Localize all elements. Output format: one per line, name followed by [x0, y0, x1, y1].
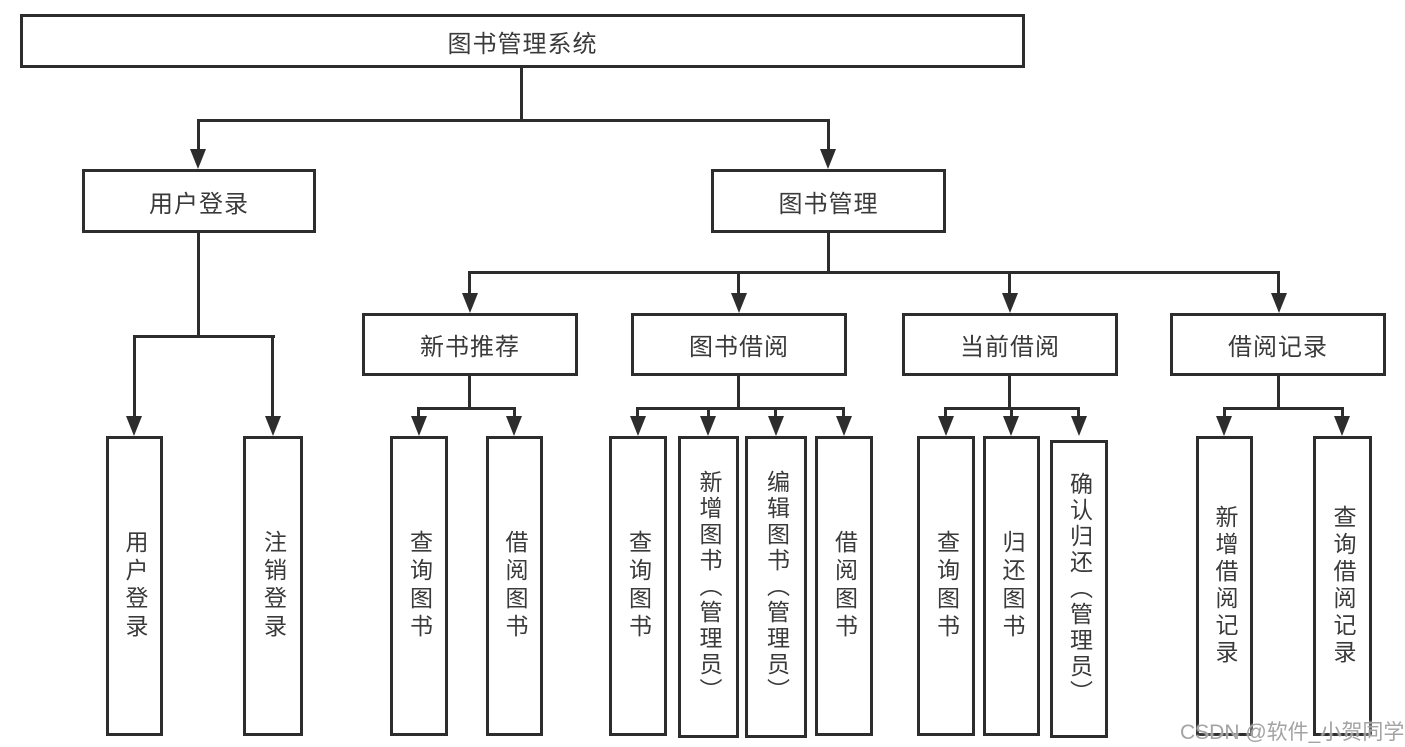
stub-book-borrow — [737, 271, 740, 297]
leaf-cb-confirm-return-admin: 确认归还（管理员） — [1050, 440, 1108, 738]
arrowhead-to-br-add-record — [1216, 416, 1232, 436]
arrowhead-to-leaf-logout — [265, 416, 281, 436]
leaf-label: 查询借阅记录 — [1330, 505, 1356, 667]
node-borrow-records: 借阅记录 — [1170, 313, 1386, 376]
stub-bb-add-books — [707, 407, 710, 420]
arrowhead-to-new-book-recommend — [462, 293, 478, 313]
arrowhead-to-nbr-borrow-books — [506, 416, 522, 436]
new-book-recommend-connector-hline — [417, 407, 516, 410]
stub-br-add-record — [1223, 407, 1226, 420]
node-label: 图书管理系统 — [447, 30, 598, 58]
stub-leaf-logout — [271, 335, 274, 418]
node-label: 图书管理 — [778, 190, 879, 218]
node-label: 当前借阅 — [960, 334, 1060, 361]
leaf-bb-query-books: 查询图书 — [609, 436, 667, 736]
arrowhead-to-cb-confirm-return — [1071, 416, 1087, 436]
leaf-label: 查询图书 — [933, 530, 960, 642]
leaf-label: 注销登录 — [260, 530, 287, 642]
node-book-borrow: 图书借阅 — [631, 313, 847, 376]
leaf-label: 借阅图书 — [502, 530, 528, 642]
leaf-nbr-borrow-books: 借阅图书 — [486, 436, 543, 736]
stub-bb-edit-books — [774, 407, 777, 420]
leaf-label: 新增图书（管理员） — [696, 470, 722, 704]
leaf-nbr-query-books: 查询图书 — [390, 436, 448, 736]
arrowhead-to-bb-borrow-books — [836, 416, 852, 436]
node-label: 新书推荐 — [420, 334, 520, 361]
root-stub-book-management — [827, 119, 830, 151]
root-connector-hline — [197, 119, 830, 122]
stub-cb-return-books — [1010, 407, 1013, 420]
leaf-label: 用户登录 — [122, 530, 148, 642]
book-management-connector-vline — [827, 233, 830, 271]
stub-current-borrow — [1008, 271, 1011, 297]
node-current-borrow: 当前借阅 — [902, 313, 1118, 376]
arrowhead-to-br-query-record — [1334, 416, 1350, 436]
root-connector-vline — [520, 68, 523, 119]
book-borrow-connector-vline — [737, 376, 740, 407]
stub-cb-query-books — [944, 407, 947, 420]
arrowhead-to-borrow-records — [1271, 293, 1287, 313]
arrowhead-to-user-login — [190, 149, 206, 169]
leaf-label: 新增借阅记录 — [1212, 505, 1238, 667]
user-login-connector-hline — [133, 335, 275, 338]
arrowhead-to-bb-add-books — [700, 416, 716, 436]
arrowhead-to-bb-query-books — [630, 416, 646, 436]
stub-br-query-record — [1341, 407, 1344, 420]
borrow-records-connector-hline — [1223, 407, 1344, 410]
node-label: 图书借阅 — [689, 334, 789, 361]
new-book-recommend-connector-vline — [468, 376, 471, 407]
arrowhead-to-current-borrow — [1002, 293, 1018, 313]
stub-nbr-borrow-books — [513, 407, 516, 420]
stub-cb-confirm-return — [1077, 407, 1080, 420]
leaf-bb-edit-books-admin: 编辑图书（管理员） — [745, 436, 807, 738]
leaf-cb-query-books: 查询图书 — [917, 436, 975, 736]
leaf-user-login: 用户登录 — [106, 436, 163, 736]
leaf-br-add-borrow-record: 新增借阅记录 — [1196, 436, 1253, 736]
leaf-label: 归还图书 — [999, 530, 1025, 642]
stub-new-book-recommend — [468, 271, 471, 297]
book-management-connector-hline — [468, 271, 1280, 274]
leaf-label: 确认归还（管理员） — [1066, 472, 1093, 706]
leaf-label: 借阅图书 — [831, 530, 858, 642]
leaf-bb-borrow-books: 借阅图书 — [815, 436, 873, 736]
leaf-cb-return-books: 归还图书 — [983, 436, 1040, 736]
node-new-book-recommend: 新书推荐 — [362, 313, 578, 376]
leaf-label: 编辑图书（管理员） — [763, 470, 790, 704]
arrowhead-to-bb-edit-books — [768, 416, 784, 436]
borrow-records-connector-vline — [1277, 376, 1280, 407]
arrowhead-to-leaf-user-login — [126, 416, 142, 436]
leaf-logout: 注销登录 — [243, 436, 303, 736]
stub-leaf-user-login — [133, 335, 136, 418]
arrowhead-to-nbr-query-books — [411, 416, 427, 436]
leaf-label: 查询图书 — [406, 530, 433, 642]
node-user-login: 用户登录 — [82, 169, 316, 233]
stub-borrow-records — [1277, 271, 1280, 297]
root-stub-user-login — [197, 119, 200, 151]
arrowhead-to-cb-return-books — [1003, 416, 1019, 436]
node-label: 借阅记录 — [1228, 334, 1328, 361]
node-book-management-system: 图书管理系统 — [20, 14, 1025, 68]
stub-bb-borrow-books — [842, 407, 845, 420]
arrowhead-to-cb-query-books — [938, 416, 954, 436]
node-label: 用户登录 — [149, 190, 249, 218]
leaf-br-query-borrow-record: 查询借阅记录 — [1313, 436, 1372, 736]
leaf-bb-add-books-admin: 新增图书（管理员） — [678, 436, 739, 738]
stub-bb-query-books — [636, 407, 639, 420]
user-login-connector-vline — [197, 233, 200, 335]
csdn-watermark: CSDN @软件_小贺同学 — [1180, 721, 1405, 744]
book-borrow-connector-hline — [636, 407, 845, 410]
leaf-label: 查询图书 — [625, 530, 652, 642]
arrowhead-to-book-borrow — [731, 293, 747, 313]
current-borrow-connector-vline — [1008, 376, 1011, 407]
node-book-management: 图书管理 — [711, 169, 946, 233]
stub-nbr-query-books — [417, 407, 420, 420]
arrowhead-to-book-management — [820, 149, 836, 169]
